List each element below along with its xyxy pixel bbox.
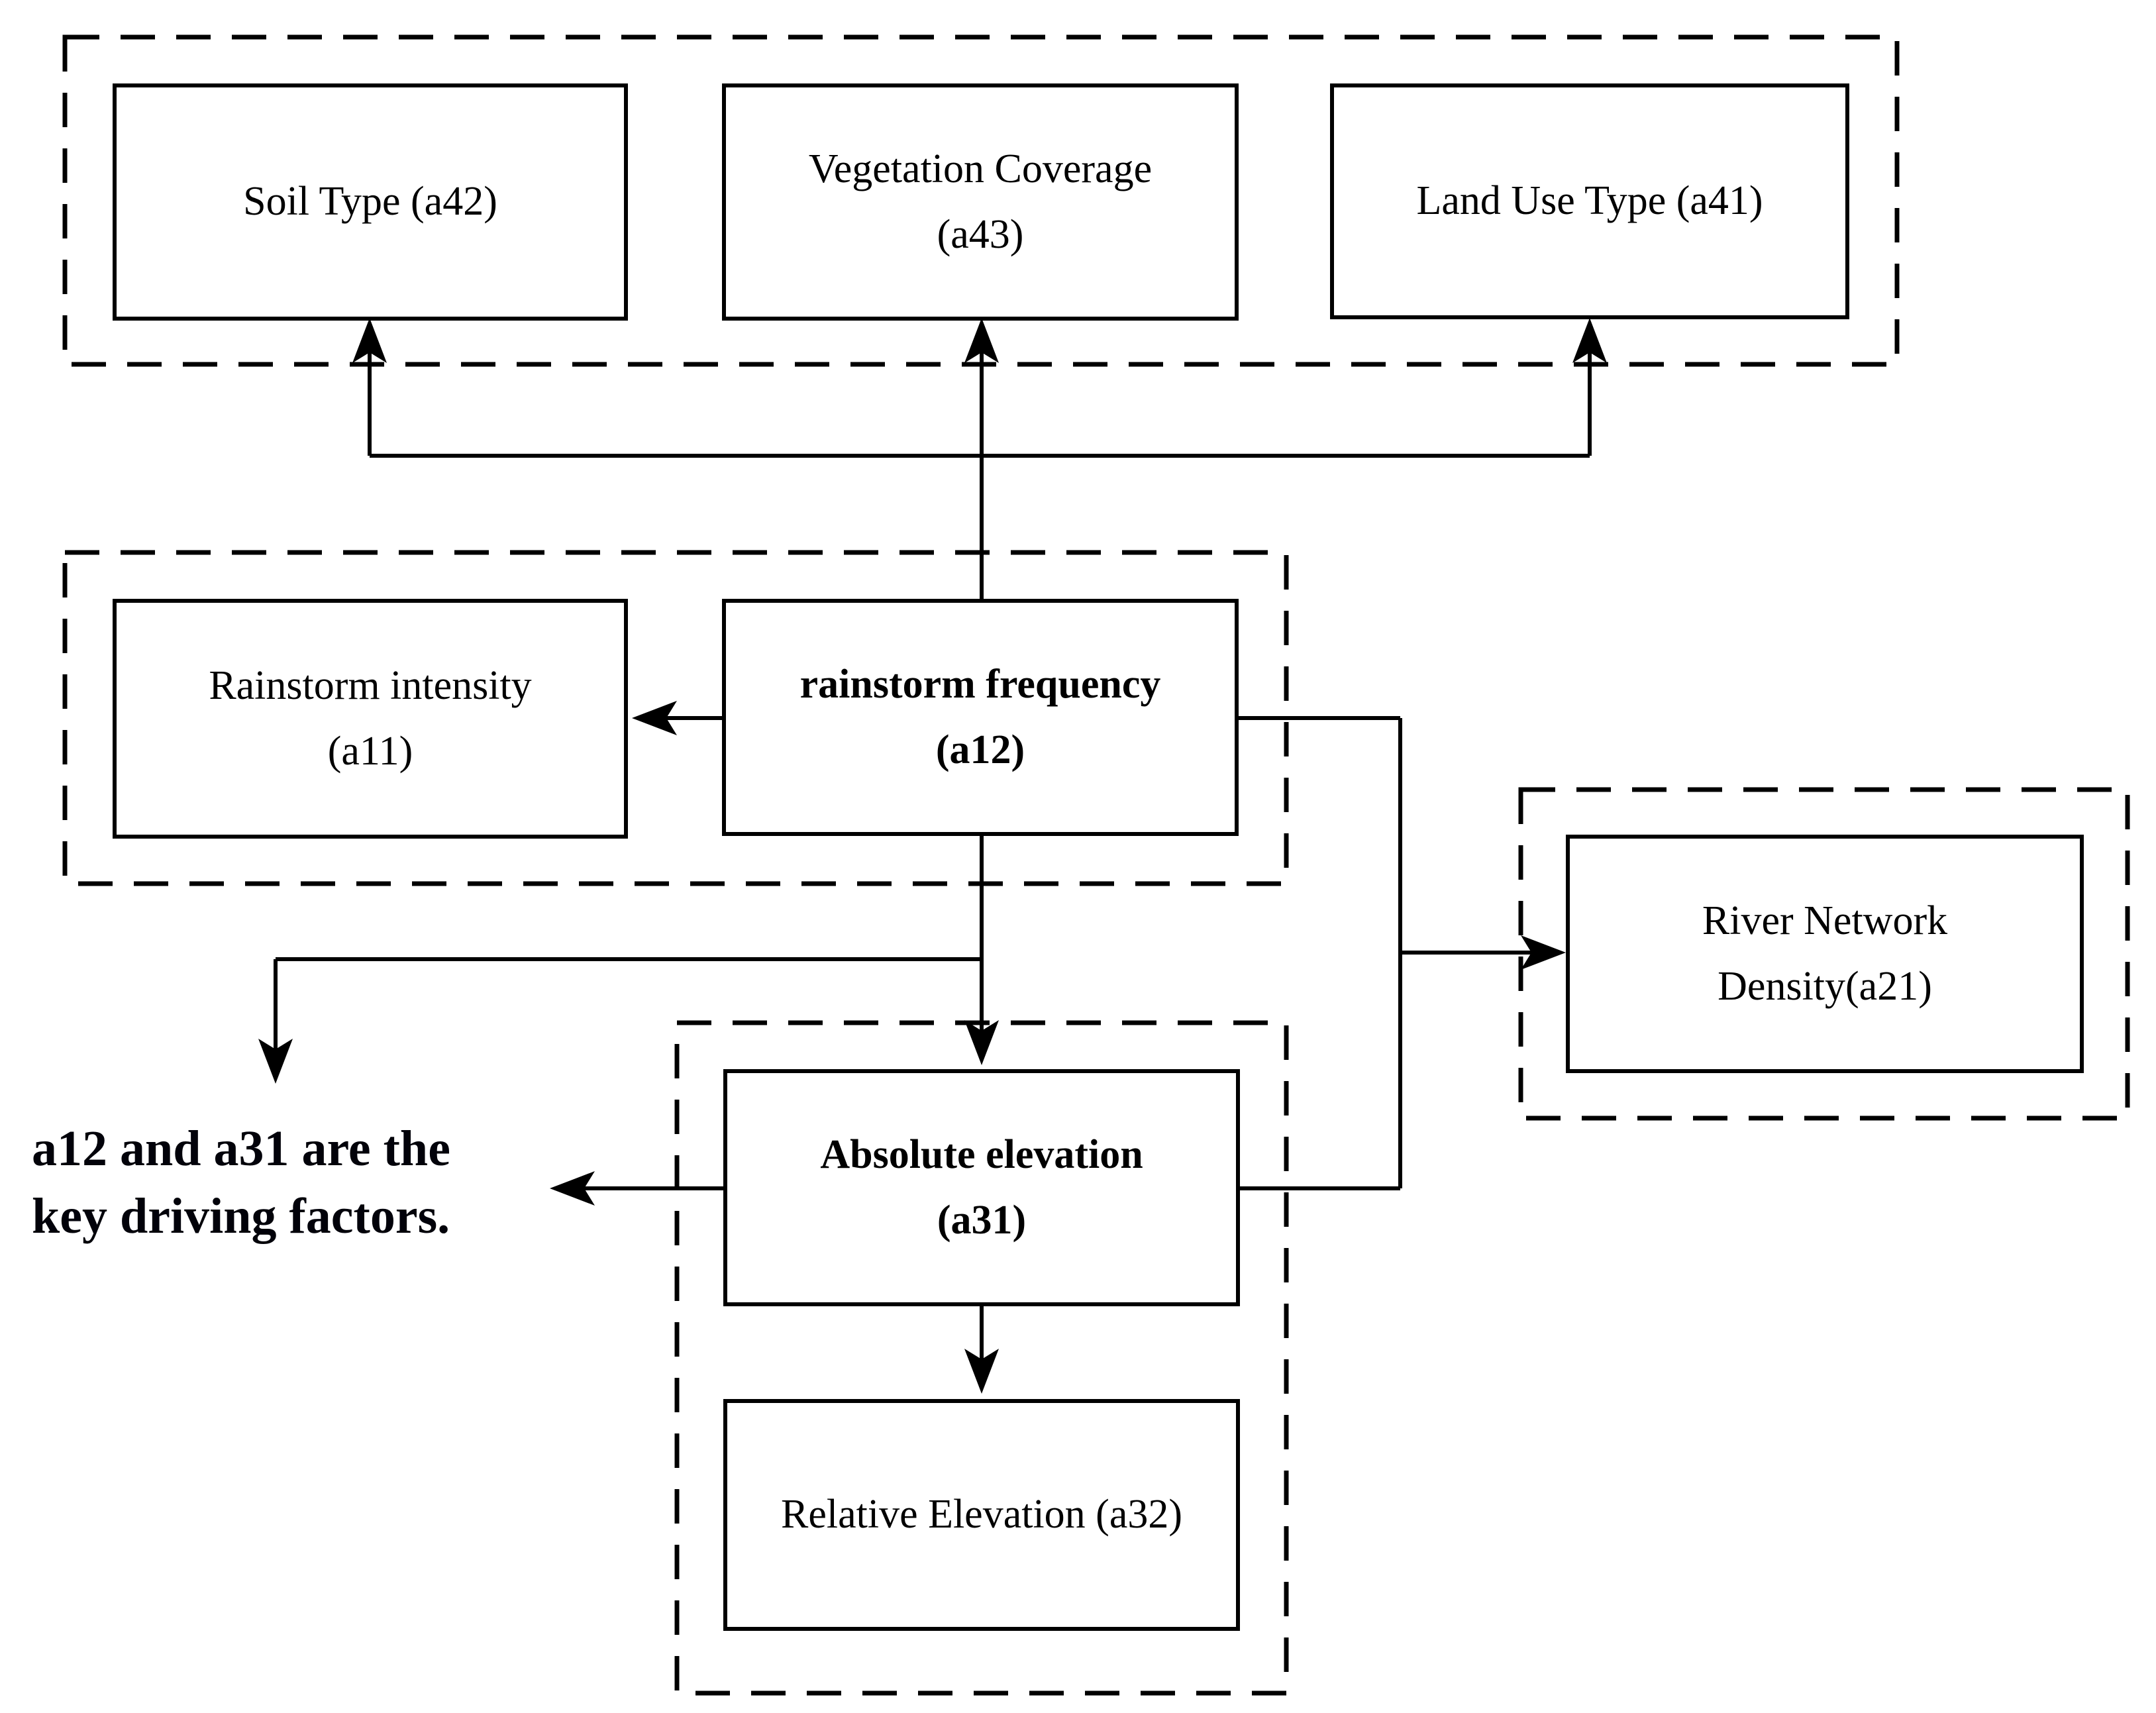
arrowhead-into-a31-box <box>964 1020 999 1065</box>
rainstorm-intensity-label: Rainstorm intensity (a11) <box>209 662 532 774</box>
relative-elevation-label: Relative Elevation (a32) <box>781 1492 1182 1537</box>
connector-a12-a31-to-a21 <box>1239 716 1566 1190</box>
land-use-type-label: Land Use Type (a41) <box>1416 178 1763 224</box>
arrow-a31-to-a32 <box>964 1306 999 1394</box>
relative-elevation-box: Relative Elevation (a32) <box>723 1399 1240 1631</box>
arrowhead-into-land-use-box <box>1572 318 1607 363</box>
arrow-branch-to-note <box>258 957 982 1084</box>
group-a2-dashed-border <box>1518 787 2130 1121</box>
arrowhead-left-at-note <box>550 1171 595 1206</box>
absolute-elevation-label: Absolute elevation (a31) <box>820 1131 1143 1243</box>
soil-type-box: Soil Type (a42) <box>113 83 628 321</box>
absolute-elevation-box: Absolute elevation (a31) <box>723 1069 1240 1306</box>
arrow-a12-to-a11 <box>632 701 722 735</box>
arrowhead-into-soil-box <box>352 318 387 363</box>
key-factors-note: a12 and a31 are the key driving factors. <box>32 1121 450 1244</box>
soil-type-label: Soil Type (a42) <box>243 179 497 225</box>
river-network-density-label: River Network Density(a21) <box>1702 898 1948 1009</box>
land-use-type-box: Land Use Type (a41) <box>1330 83 1849 319</box>
rainstorm-intensity-box: Rainstorm intensity (a11) <box>113 599 628 839</box>
river-network-density-box: River Network Density(a21) <box>1566 835 2084 1073</box>
arrowhead-into-a32-box <box>964 1349 999 1394</box>
vegetation-coverage-box: Vegetation Coverage (a43) <box>722 83 1239 321</box>
rainstorm-frequency-box: rainstorm frequency (a12) <box>722 599 1239 836</box>
arrow-a12-to-a31 <box>964 836 999 1065</box>
rainstorm-frequency-label: rainstorm frequency (a12) <box>799 661 1161 772</box>
arrowhead-into-vegetation-box <box>964 318 999 363</box>
arrowhead-into-river-box <box>1521 935 1566 970</box>
arrowhead-down-at-note <box>258 1039 293 1084</box>
vegetation-coverage-label: Vegetation Coverage (a43) <box>808 146 1153 257</box>
arrow-a31-to-note <box>550 1171 723 1206</box>
connector-a12-to-top-factors <box>352 318 1607 599</box>
arrowhead-into-a11-box <box>632 701 677 735</box>
